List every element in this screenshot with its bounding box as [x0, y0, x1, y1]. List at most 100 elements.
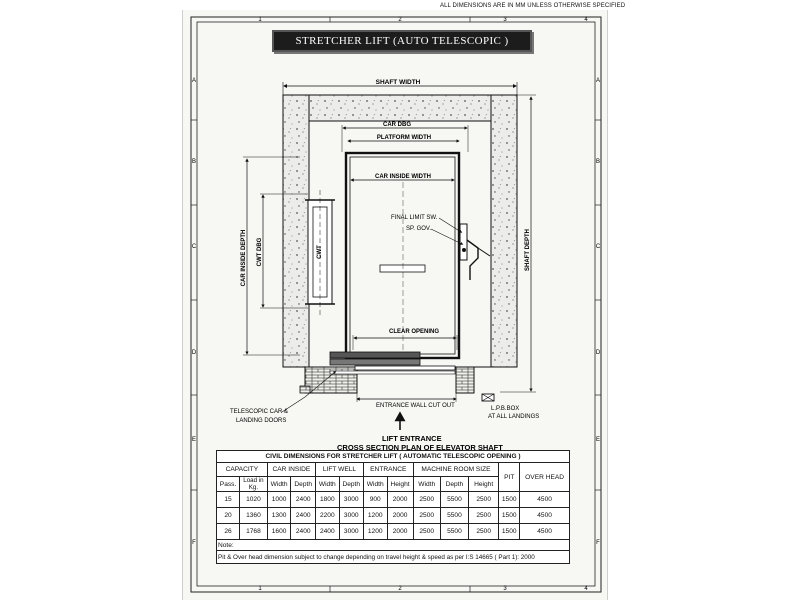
table-cell: 2400 [290, 523, 317, 540]
table-cell: 3000 [338, 507, 364, 524]
border-row-e: E [192, 437, 196, 443]
label-car-dbg: CAR DBG [383, 122, 411, 128]
drawing-title: STRETCHER LIFT (AUTO TELESCOPIC ) [272, 30, 532, 52]
table-cell: 1000 [266, 491, 292, 508]
border-col-1-bottom: 1 [258, 586, 262, 592]
entrance-arrow-icon [394, 411, 406, 422]
table-cell: 4500 [519, 507, 570, 524]
border-row-c: C [192, 244, 197, 250]
label-sp-gov: SP. GOV. [406, 226, 431, 232]
header-car-inside: CAR INSIDE [266, 462, 317, 477]
label-telescopic-1: TELESCOPIC CAR & [230, 409, 288, 415]
border-row-b: B [192, 159, 196, 165]
table-cell: 2500 [412, 507, 441, 524]
label-lift-entrance: LIFT ENTRANCE [382, 434, 442, 443]
table-cell: 5500 [439, 507, 470, 524]
label-lpb-1: L.P.B.BOX [491, 406, 519, 412]
subheader-car-width: Width [266, 476, 292, 492]
table-cell: 2000 [386, 507, 414, 524]
table-cell: 1200 [362, 507, 388, 524]
table-row: 26 1768 1600 2400 2400 3000 1200 2000 25… [215, 523, 570, 540]
label-cwt: CWT [317, 245, 323, 259]
label-cwt-dbg: CWT DBG [257, 237, 263, 266]
drawing-title-text: STRETCHER LIFT (AUTO TELESCOPIC ) [295, 35, 509, 47]
label-lpb-2: AT ALL LANDINGS [488, 414, 539, 420]
border-row-d: D [192, 350, 197, 356]
table-cell: 2500 [468, 491, 500, 508]
border-col-4: 4 [584, 17, 588, 23]
table-cell: 2000 [386, 491, 414, 508]
table-cell: 4500 [519, 491, 570, 508]
label-car-inside-width: CAR INSIDE WIDTH [375, 174, 431, 180]
civil-dimensions-table: CIVIL DIMENSIONS FOR STRETCHER LIFT ( AU… [215, 450, 570, 564]
table-title: CIVIL DIMENSIONS FOR STRETCHER LIFT ( AU… [216, 450, 570, 463]
car-centre-mark [379, 264, 426, 273]
counterweight [305, 190, 335, 315]
table-cell: 2000 [386, 523, 414, 540]
table-cell: 1360 [239, 507, 268, 524]
plan-title: CROSS SECTION PLAN OF ELEVATOR SHAFT [337, 443, 503, 452]
table-cell: 5500 [439, 523, 470, 540]
table-cell: 15 [215, 491, 241, 508]
label-car-inside-depth: CAR INSIDE DEPTH [241, 230, 247, 287]
header-machine-room: MACHINE ROOM SIZE [412, 462, 500, 477]
subheader-mr-depth: Depth [439, 476, 470, 492]
table-note: Note: [216, 539, 570, 551]
table-cell: 1500 [498, 523, 521, 540]
border-row-a: A [192, 78, 196, 84]
subheader-load: Load in Kg. [239, 476, 268, 492]
table-cell: 1800 [315, 491, 340, 508]
header-lift-well: LIFT WELL [315, 462, 364, 477]
table-cell: 4500 [519, 523, 570, 540]
border-row-d-right: D [596, 350, 601, 356]
table-cell: 1600 [266, 523, 292, 540]
inner-frame [196, 21, 596, 587]
table-cell: 20 [215, 507, 241, 524]
dimensions-note: ALL DIMENSIONS ARE IN MM UNLESS OTHERWIS… [440, 3, 626, 9]
table-cell: 3000 [338, 523, 364, 540]
border-col-3-bottom: 3 [503, 586, 507, 592]
border-col-2-bottom: 2 [398, 586, 402, 592]
subheader-mr-height: Height [468, 476, 500, 492]
table-row: 20 1360 1300 2400 2200 3000 1200 2000 25… [215, 507, 570, 524]
table-cell: 1200 [362, 523, 388, 540]
table-cell: 1500 [498, 491, 521, 508]
border-row-a-right: A [596, 78, 600, 84]
table-cell: 3000 [338, 491, 364, 508]
table-cell: 2400 [315, 523, 340, 540]
label-shaft-depth: SHAFT DEPTH [525, 229, 531, 271]
outer-frame [190, 16, 602, 593]
table-cell: 2400 [290, 491, 317, 508]
subheader-entrance-width: Width [362, 476, 388, 492]
subheader-mr-width: Width [412, 476, 441, 492]
header-entrance: ENTRANCE [362, 462, 414, 477]
border-row-f: F [192, 540, 196, 546]
table-cell: 26 [215, 523, 241, 540]
header-capacity: CAPACITY [216, 462, 268, 477]
subheader-car-depth: Depth [290, 476, 317, 492]
telescopic-doors [329, 351, 456, 375]
label-final-limit: FINAL LIMIT SW. [391, 215, 438, 221]
subheader-well-width: Width [315, 476, 340, 492]
table-footnote: Pit & Over head dimension subject to cha… [216, 550, 570, 564]
border-col-3: 3 [503, 17, 507, 23]
table-cell: 1768 [239, 523, 268, 540]
label-clear-opening: CLEAR OPENING [389, 329, 439, 335]
border-row-c-right: C [596, 244, 601, 250]
subheader-pass: Pass. [215, 476, 241, 492]
subheader-well-depth: Depth [338, 476, 364, 492]
table-cell: 1300 [266, 507, 292, 524]
table-cell: 2500 [468, 523, 500, 540]
label-shaft-width: SHAFT WIDTH [376, 79, 421, 86]
subheader-load-line1: Load in [243, 477, 264, 484]
border-col-4-bottom: 4 [584, 586, 588, 592]
border-col-2: 2 [398, 17, 402, 23]
table-cell: 5500 [439, 491, 470, 508]
table-cell: 2400 [290, 507, 317, 524]
label-entrance-cut: ENTRANCE WALL CUT OUT [376, 403, 455, 409]
table-cell: 1500 [498, 507, 521, 524]
header-over-head: OVER HEAD [519, 462, 570, 492]
border-row-b-right: B [596, 159, 600, 165]
border-row-f-right: F [596, 540, 600, 546]
